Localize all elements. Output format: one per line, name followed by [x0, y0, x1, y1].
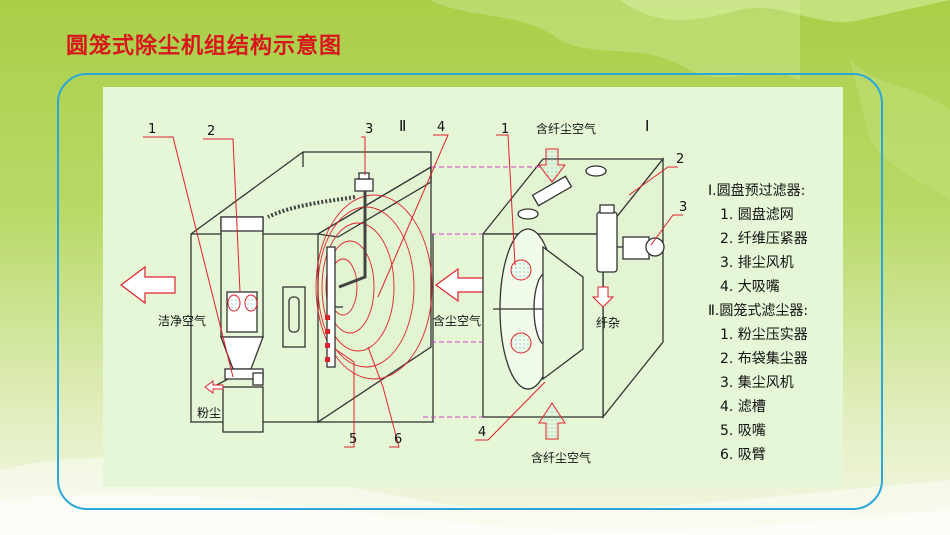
legend-item: 4. 大吸嘴 — [720, 279, 780, 295]
legend-section-2: Ⅱ.圆笼式滤尘器: — [708, 303, 809, 319]
diagram-labels: 1 2 3 4 5 6 Ⅱ 1 2 3 4 Ⅰ 洁净空气 粉尘 含尘空气 含纤尘… — [148, 117, 687, 465]
dust-arrow — [204, 380, 224, 394]
dusty-air-arrow — [434, 267, 489, 303]
unit2-label-2: 2 — [207, 124, 215, 139]
disc-mark-bottom — [510, 332, 532, 354]
legend-item: 1. 粉尘压实器 — [720, 327, 808, 343]
filter-unit-2 — [190, 151, 434, 433]
legend-item: 5. 吸嘴 — [720, 423, 766, 439]
legend-item: 6. 吸臂 — [720, 447, 766, 463]
diagram-panel: 1 2 3 4 5 6 Ⅱ 1 2 3 4 Ⅰ 洁净空气 粉尘 含尘空气 含纤尘… — [103, 87, 843, 487]
fiber-air-top-arrow — [537, 148, 567, 183]
unit2-label-3: 3 — [365, 122, 373, 137]
unit1-label-4: 4 — [478, 425, 486, 440]
legend-item: 3. 集尘风机 — [720, 375, 794, 391]
fiber-air-bottom-arrow — [538, 402, 566, 440]
fiber-air-top-label: 含纤尘空气 — [536, 121, 596, 136]
content-frame — [57, 73, 883, 510]
structure-diagram: 1 2 3 4 5 6 Ⅱ 1 2 3 4 Ⅰ 洁净空气 粉尘 含尘空气 含纤尘… — [120, 117, 687, 465]
legend: Ⅰ.圆盘预过滤器: 1. 圆盘滤网 2. 纤维压紧器 3. 排尘风机 4. 大吸… — [708, 179, 838, 467]
unit1-section-mark: Ⅰ — [645, 117, 649, 135]
alignment-lines — [423, 166, 543, 418]
leader-lines — [143, 134, 683, 448]
unit2-section-mark: Ⅱ — [399, 117, 406, 135]
legend-section-1: Ⅰ.圆盘预过滤器: — [708, 183, 806, 199]
legend-item: 1. 圆盘滤网 — [720, 207, 794, 223]
unit2-label-1: 1 — [148, 122, 156, 137]
legend-item: 4. 滤槽 — [720, 399, 766, 415]
unit2-label-4: 4 — [437, 120, 445, 135]
dust-label: 粉尘 — [197, 406, 221, 420]
page-title: 圆笼式除尘机组结构示意图 — [66, 34, 343, 59]
legend-item: 2. 纤维压紧器 — [720, 231, 808, 247]
unit1-label-3: 3 — [679, 200, 687, 215]
unit2-label-5: 5 — [349, 432, 357, 447]
legend-item: 3. 排尘风机 — [720, 255, 794, 271]
legend-item: 2. 布袋集尘器 — [720, 351, 808, 367]
fiber-air-bottom-label: 含纤尘空气 — [531, 450, 591, 465]
unit1-label-2: 2 — [676, 152, 684, 167]
disc-mark-top — [510, 259, 532, 281]
dusty-air-label: 含尘空气 — [433, 313, 481, 328]
filter-unit-1 — [481, 157, 665, 419]
clean-air-arrow — [120, 265, 176, 305]
fiber-label: 纤杂 — [596, 316, 620, 330]
unit1-label-1: 1 — [501, 122, 509, 137]
unit2-label-6: 6 — [394, 432, 402, 447]
clean-air-label: 洁净空气 — [158, 313, 206, 328]
